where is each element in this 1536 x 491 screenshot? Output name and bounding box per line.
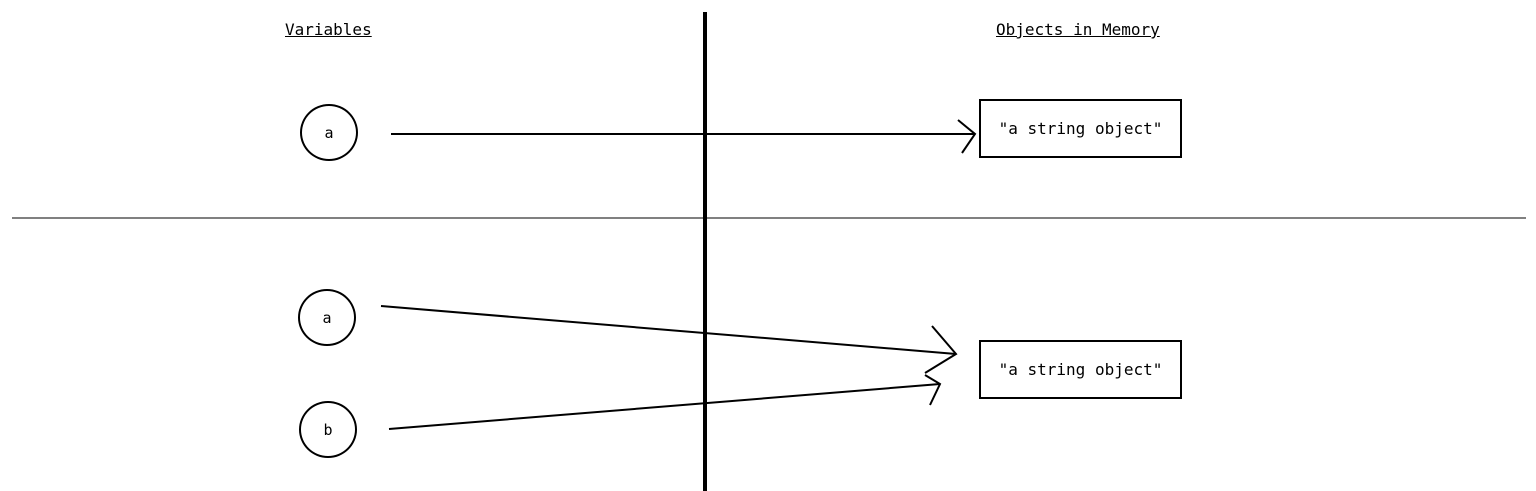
string-object-box-2: "a string object" — [979, 340, 1182, 399]
arrowhead-a-2 — [924, 325, 958, 374]
string-object-box: "a string object" — [979, 99, 1182, 158]
variable-a-circle: a — [300, 104, 358, 161]
variable-b-circle: b — [299, 401, 357, 458]
reference-arrow-a-2 — [380, 305, 957, 355]
arrowhead-a-1 — [957, 119, 977, 154]
objects-heading: Objects in Memory — [996, 20, 1160, 39]
variable-a-circle-2: a — [298, 289, 356, 346]
variables-heading: Variables — [285, 20, 372, 39]
reference-arrow-b-2 — [388, 383, 941, 430]
arrowhead-b-2 — [924, 374, 942, 406]
